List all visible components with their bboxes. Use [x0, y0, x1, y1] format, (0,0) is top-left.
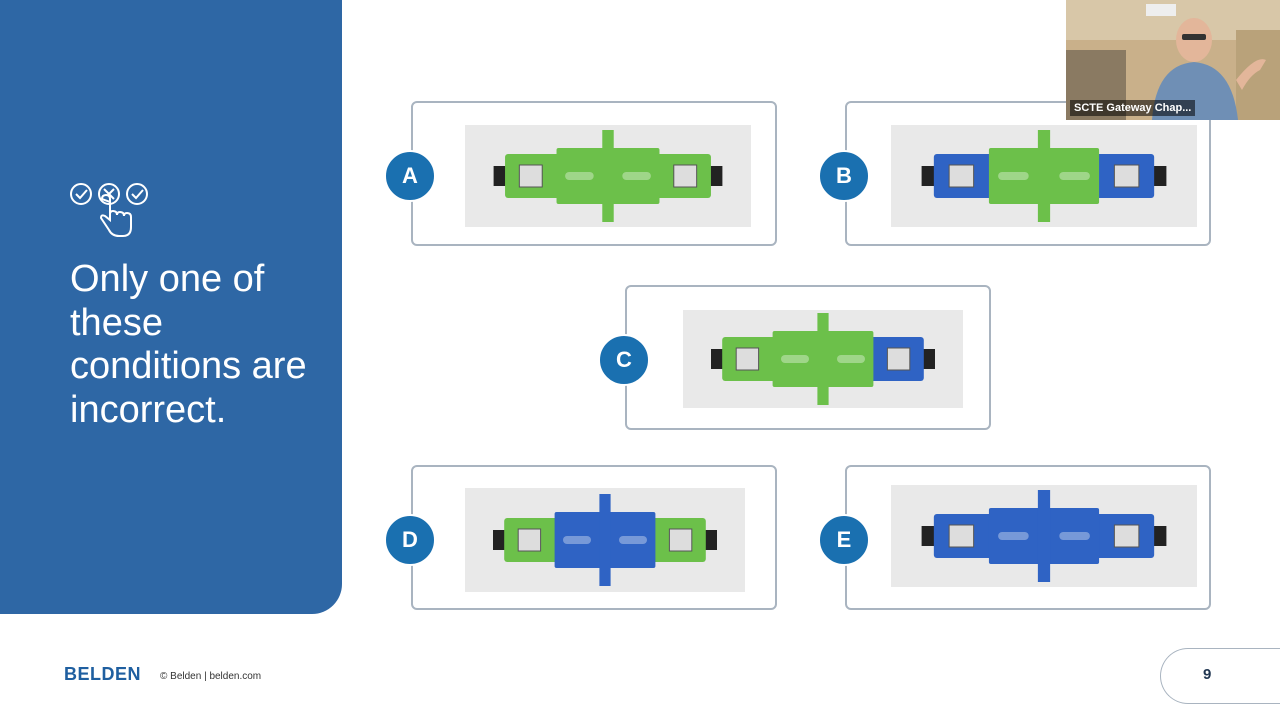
adapter-flange — [599, 494, 611, 586]
option-badge-e[interactable]: E — [818, 514, 870, 566]
connector-photo-d — [465, 488, 745, 592]
left-latch — [948, 164, 975, 188]
left-latch — [518, 164, 543, 188]
belden-logo: BELDEN — [64, 664, 142, 684]
option-card-d[interactable] — [411, 465, 777, 610]
right-latch — [1113, 164, 1140, 188]
option-card-a[interactable] — [411, 101, 777, 246]
connector-photo-e — [891, 485, 1197, 587]
adapter-slot-left — [998, 532, 1029, 540]
adapter-flange — [1037, 490, 1051, 582]
adapter-flange — [817, 313, 829, 405]
adapter-slot-right — [1059, 172, 1090, 180]
option-badge-b[interactable]: B — [818, 150, 870, 202]
quiz-choice-icon — [70, 183, 148, 237]
option-card-e[interactable] — [845, 465, 1211, 610]
slide-headline: Only one of these conditions are incorre… — [70, 258, 307, 431]
option-card-b[interactable] — [845, 101, 1211, 246]
option-badge-a[interactable]: A — [384, 150, 436, 202]
adapter-slot-left — [563, 536, 591, 544]
footer-copyright: © Belden | belden.com — [160, 671, 262, 682]
page-number-tab — [1160, 648, 1280, 704]
connector-photo-b — [891, 125, 1197, 227]
webcam-video[interactable]: SCTE Gateway Chap... — [1066, 0, 1280, 120]
title-panel: Only one of these conditions are incorre… — [0, 0, 342, 614]
adapter-slot-left — [781, 355, 809, 363]
right-latch — [1113, 524, 1140, 548]
right-latch — [673, 164, 698, 188]
adapter-slot-left — [565, 172, 594, 180]
right-latch — [668, 528, 693, 552]
connector-photo-a — [465, 125, 751, 227]
adapter-slot-left — [998, 172, 1029, 180]
adapter-flange — [602, 130, 614, 222]
adapter-flange — [1037, 130, 1051, 222]
left-latch — [735, 347, 760, 371]
option-badge-c[interactable]: C — [598, 334, 650, 386]
option-card-c[interactable] — [625, 285, 991, 430]
adapter-slot-right — [622, 172, 651, 180]
connector-photo-c — [683, 310, 963, 408]
adapter-slot-right — [837, 355, 865, 363]
option-badge-d[interactable]: D — [384, 514, 436, 566]
webcam-participant-label: SCTE Gateway Chap... — [1070, 100, 1196, 116]
left-latch — [948, 524, 975, 548]
adapter-slot-right — [619, 536, 647, 544]
right-latch — [886, 347, 911, 371]
page-number: 9 — [1203, 666, 1212, 683]
adapter-slot-right — [1059, 532, 1090, 540]
left-latch — [517, 528, 542, 552]
